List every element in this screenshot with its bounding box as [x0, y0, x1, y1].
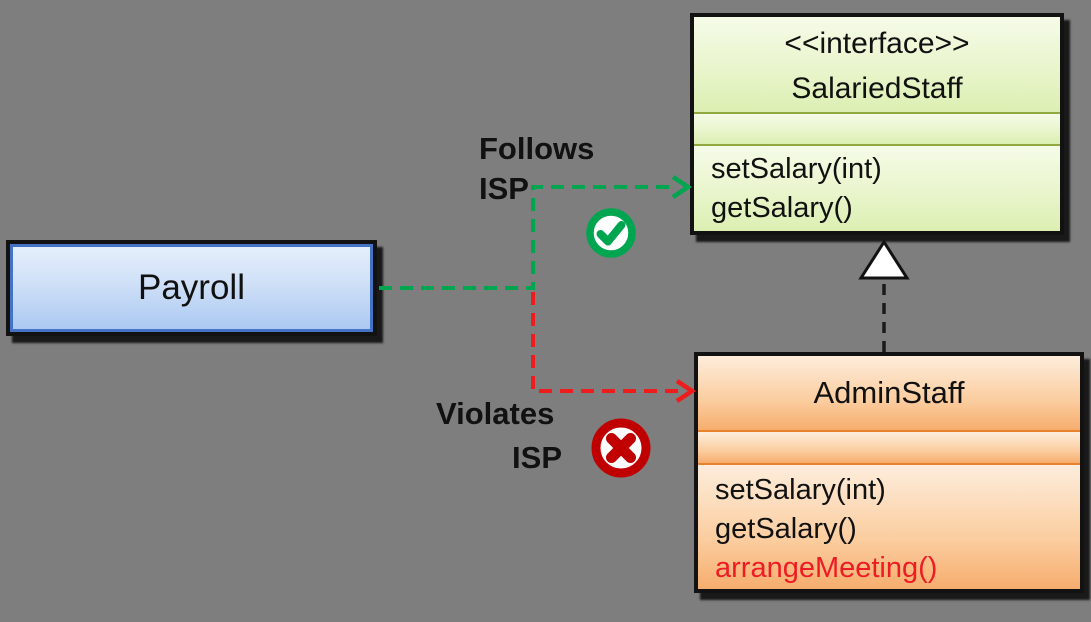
cross-icon — [591, 418, 651, 478]
method-item: setSalary(int) — [715, 474, 886, 506]
interface-class-name: SalariedStaff — [791, 72, 963, 105]
method-item: setSalary(int) — [711, 153, 882, 185]
adminstaff-class-box: AdminStaff setSalary(int) getSalary() ar… — [694, 352, 1084, 593]
follows-isp-label: Follows ISP — [479, 129, 594, 209]
interface-attributes-compartment — [694, 112, 1060, 144]
interface-stereotype: <<interface>> — [784, 27, 970, 60]
salariedstaff-interface-box: <<interface>> SalariedStaff setSalary(in… — [690, 13, 1064, 235]
realization-arrow — [858, 239, 910, 352]
admin-class-name: AdminStaff — [813, 375, 965, 410]
violates-isp-label: Violates ISP — [436, 392, 564, 480]
admin-methods-compartment: setSalary(int) getSalary() arrangeMeetin… — [698, 463, 1080, 589]
admin-title-compartment: AdminStaff — [698, 356, 1080, 430]
interface-title-compartment: <<interface>> SalariedStaff — [694, 17, 1060, 112]
payroll-class-name: Payroll — [138, 268, 245, 307]
violates-isp-arrow — [531, 292, 697, 403]
payroll-class-box: Payroll — [6, 240, 377, 336]
violates-label-line1: Violates — [436, 396, 555, 431]
admin-attributes-compartment — [698, 430, 1080, 463]
follows-label-line2: ISP — [479, 171, 529, 206]
violates-label-line2: ISP — [512, 440, 562, 475]
check-icon — [586, 208, 636, 258]
follows-label-line1: Follows — [479, 131, 595, 166]
method-item: getSalary() — [715, 513, 857, 545]
method-item: getSalary() — [711, 192, 853, 224]
interface-methods-compartment: setSalary(int) getSalary() — [694, 144, 1060, 231]
violating-method-item: arrangeMeeting() — [715, 552, 938, 584]
